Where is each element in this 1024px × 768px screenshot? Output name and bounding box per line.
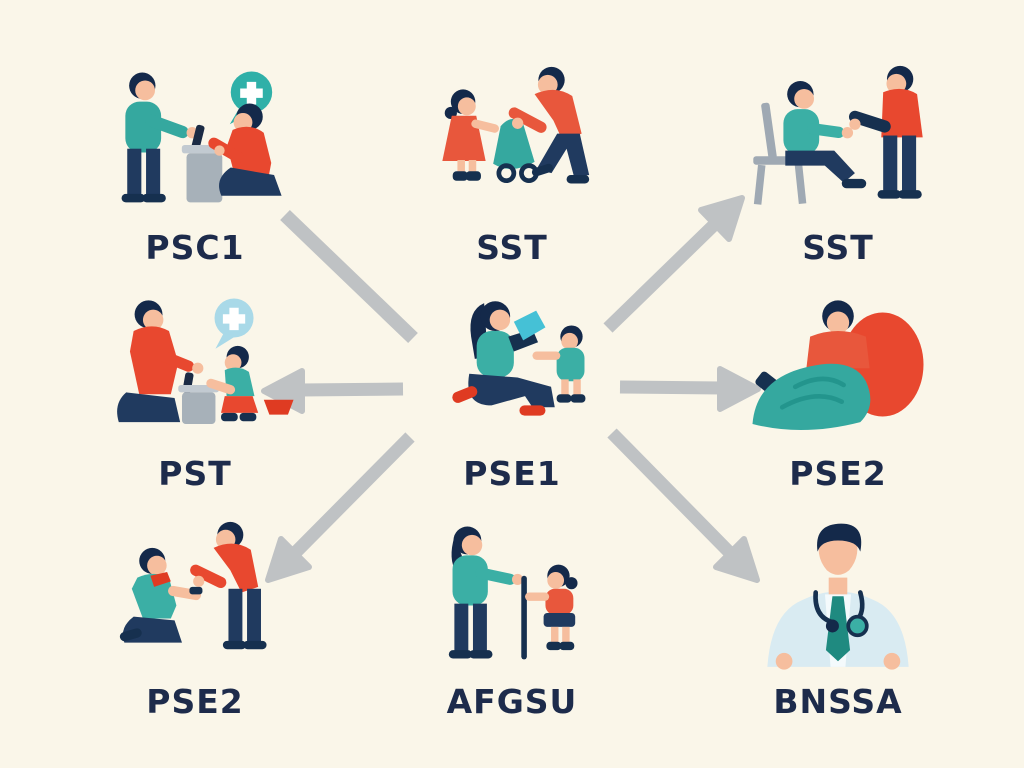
node-bnssa: BNSSA bbox=[703, 512, 973, 718]
helper-raising-kneeling-person-icon bbox=[119, 521, 267, 650]
doctor-bust bbox=[767, 523, 909, 670]
node-label-afgsu: AFGSU bbox=[446, 682, 578, 721]
kneeling-helper-figure bbox=[208, 103, 282, 196]
kneeling-adult-helping-child-first-aid-icon bbox=[117, 298, 294, 424]
kneeling-woman-giving-item-to-child-icon bbox=[452, 301, 586, 416]
node-pse1: PSE1 bbox=[382, 282, 642, 490]
plus-speech-bubble-icon bbox=[214, 298, 254, 349]
kneeling-woman-figure bbox=[452, 301, 555, 416]
teal-bag bbox=[493, 119, 539, 184]
node-label-sst-right: SST bbox=[802, 228, 874, 267]
standing-helper-figure bbox=[121, 72, 198, 203]
toddler-figure bbox=[532, 325, 586, 403]
node-label-bnssa: BNSSA bbox=[773, 682, 903, 721]
adult-helping-child-with-bag-icon bbox=[442, 66, 590, 184]
bending-helper-figure bbox=[189, 521, 267, 650]
kneeling-adult-figure bbox=[117, 300, 204, 423]
crouching-child-figure bbox=[206, 345, 259, 422]
doctor-with-stethoscope-icon bbox=[767, 523, 909, 670]
cane bbox=[521, 575, 527, 660]
blanket-folds bbox=[779, 376, 846, 410]
caregiver-and-child-with-cane-icon bbox=[448, 526, 578, 660]
kneeling-person-figure bbox=[119, 547, 202, 643]
node-pst: PST bbox=[65, 282, 325, 490]
child-girl-figure bbox=[525, 564, 578, 651]
adult-figure bbox=[508, 66, 590, 184]
node-label-psc1: PSC1 bbox=[145, 228, 245, 267]
stethoscope-chestpiece bbox=[846, 614, 869, 638]
person-under-rescue-blanket-icon bbox=[752, 300, 924, 431]
seated-person-figure bbox=[783, 80, 867, 189]
node-sst-right: SST bbox=[703, 52, 973, 264]
red-bowl bbox=[263, 399, 294, 415]
child-figure bbox=[442, 89, 499, 181]
helper-and-kneeling-person-with-first-aid-bubble-icon bbox=[121, 71, 282, 203]
node-pse2-right: PSE2 bbox=[703, 282, 973, 490]
node-afgsu: AFGSU bbox=[382, 512, 642, 718]
node-label-pse2-bottom: PSE2 bbox=[146, 682, 244, 721]
node-label-pse1: PSE1 bbox=[463, 454, 561, 493]
resting-person-figure bbox=[806, 300, 870, 369]
waste-bin bbox=[181, 124, 227, 203]
node-label-sst-top: SST bbox=[476, 228, 548, 267]
node-pse2-bottom: PSE2 bbox=[65, 512, 325, 718]
node-sst-top: SST bbox=[382, 52, 642, 264]
helper-assisting-seated-person-icon bbox=[753, 65, 923, 205]
node-label-pst: PST bbox=[158, 454, 232, 493]
node-psc1: PSC1 bbox=[65, 52, 325, 264]
standing-helper-figure bbox=[848, 65, 923, 199]
caregiver-woman-figure bbox=[448, 526, 524, 659]
node-label-pse2-right: PSE2 bbox=[789, 454, 887, 493]
